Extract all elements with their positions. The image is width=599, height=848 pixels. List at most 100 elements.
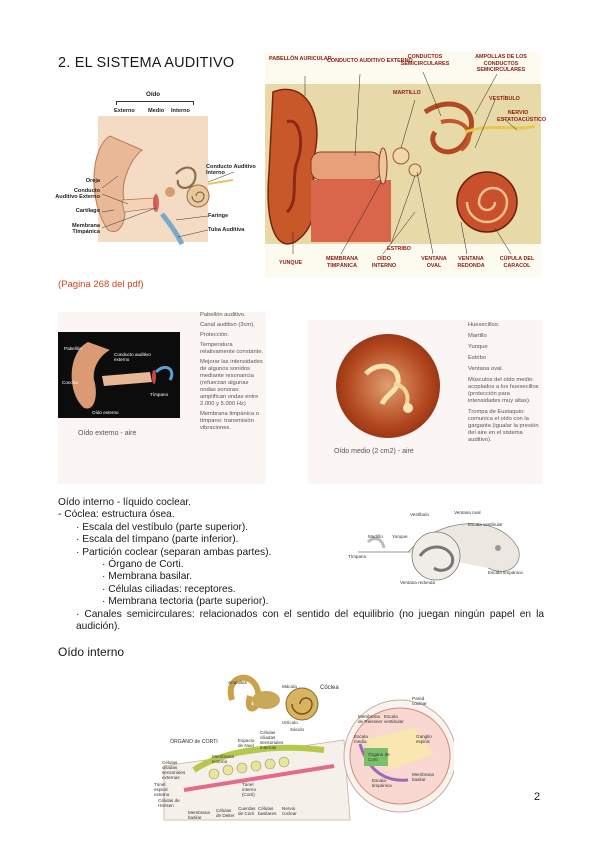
- fig4-label-hensen: Células de Hensen: [158, 798, 180, 808]
- fig4-label-escala-timpanica: Escala timpánica: [372, 778, 392, 788]
- fig4-label-ciliadas-internas: Células ciliadas sensoriales internas: [260, 730, 284, 750]
- fig3-label-escala-timpanica: Escala timpánica: [488, 570, 523, 575]
- fig2-label-semicirculares: Conductos semicirculares: [400, 54, 450, 67]
- fig2-label-ventana-redonda: Ventana redonda: [457, 256, 485, 269]
- note-line: · Escala del tímpano (parte inferior).: [76, 534, 239, 546]
- slide2-note-5: Ventana oval.: [468, 366, 504, 372]
- slide1-caption: Oído externo - aire: [78, 430, 137, 437]
- fig1-label-faringe: Faringe: [208, 213, 229, 219]
- ear-illustration: [93, 116, 235, 246]
- note-line: Oído interno - líquido coclear.: [58, 497, 192, 508]
- note-line: · Escala del vestíbulo (parte superior).: [76, 521, 249, 533]
- fig1-label-conducto-externo: Conducto Auditivo Externo: [55, 188, 100, 200]
- fig4-label-saculo: Sáculo: [290, 727, 305, 732]
- fig4-label-macula: Mácula: [282, 684, 297, 689]
- note-line: · Órgano de Corti.: [102, 559, 184, 571]
- fig2-label-cupula: Cúpula del caracol: [499, 256, 535, 269]
- fig1-col-externo: Externo: [114, 108, 135, 114]
- fig1-col-interno: Interno: [171, 108, 190, 114]
- subheading-oido-interno: Oído interno: [58, 645, 125, 659]
- slide1-note-4: Temperatura relativamente constante.: [200, 342, 264, 355]
- fig3-label-ventana-redonda: Ventana redonda: [400, 580, 435, 585]
- fig2-label-yunque: Yunque: [279, 260, 303, 266]
- slide1-label-pabellon: Pabellón: [64, 346, 82, 351]
- fig4-label-deiter: Células de Deiter: [216, 808, 235, 818]
- fig3-label-ventana-oval: Ventana oval: [454, 510, 481, 515]
- cochlea-illustration: [358, 523, 520, 581]
- ear-diagram: Oído Externo Medio Interno Oreja Conduct…: [55, 91, 258, 252]
- fig2-label-nervio: Nervio estatoacústico: [497, 110, 547, 123]
- slide2-note-2: Martillo: [468, 333, 487, 339]
- note-line: · Células ciliadas: receptores.: [102, 583, 236, 595]
- note-line: · Partición coclear (separan ambas parte…: [76, 546, 272, 558]
- inner-ear-illustration: [163, 674, 454, 821]
- fig4-label-cuerdas-corti: Cuerdas de Corti: [238, 806, 256, 816]
- slide1-label-timpano: Tímpano: [150, 392, 169, 397]
- fig2-label-pabellon: Pabellón auricular: [269, 56, 332, 62]
- inner-ear-figure: Ampollas Mácula Cóclea Utrículo Sáculo Ó…: [154, 670, 454, 822]
- slide1-label-concha: Concha: [62, 380, 78, 385]
- fig4-label-basilares: Células basilares: [258, 806, 277, 816]
- page-reference: (Pagina 268 del pdf): [58, 279, 144, 290]
- fig4-label-ganglio: Ganglio espiral: [416, 734, 432, 744]
- fig3-label-yunque: Yunque: [392, 534, 408, 539]
- fig4-label-escala-media: Escala media: [354, 734, 368, 744]
- fig1-col-medio: Medio: [148, 108, 165, 114]
- slide1-label-oido-externo: Oído externo: [92, 410, 119, 415]
- ear-anatomy-figure: Pabellón auricular Conducto auditivo ext…: [265, 52, 547, 277]
- slide1-note-6: Membrana timpánica o tímpano: transmisió…: [200, 411, 259, 431]
- fig4-label-organo-corti-2: Órgano de Corti: [368, 752, 390, 762]
- fig1-label-conducto-interno: Conducto Auditivo Interno: [206, 164, 256, 176]
- slide2-note-1: Huesecillos:: [468, 322, 500, 328]
- fig1-label-tuba: Tuba Auditiva: [208, 227, 245, 233]
- fig2-label-estribo: Estribo: [387, 246, 411, 252]
- fig2-label-ventana-oval: Ventana oval: [421, 256, 447, 269]
- fig3-label-timpano: Tímpano: [348, 554, 367, 559]
- cochlea-diagram: Vestíbulo Yunque Martillo Ventana redond…: [348, 508, 526, 592]
- fig2-label-vestibulo: Vestíbulo: [489, 96, 520, 102]
- fig4-label-espacio-nuel: Espacio de Nuel: [238, 738, 255, 748]
- fig4-label-membrana-basilar-2: Membrana basilar: [412, 772, 434, 782]
- fig4-label-reissner: Membrana de Reissner: [358, 714, 383, 724]
- page-number: 2: [534, 791, 541, 803]
- notes-block: Oído interno - líquido coclear. - Cóclea…: [58, 497, 544, 633]
- fig2-label-ampollas: Ampollas de los conductos semicirculares: [475, 54, 527, 73]
- fig1-label-membrana: Membrana Timpánica: [72, 223, 100, 235]
- fig2-label-oido-interno: Oído interno: [371, 256, 397, 269]
- ossicles-illustration: [364, 363, 413, 413]
- fig4-label-membrana-tectoria: Membrana tectoria: [212, 754, 234, 764]
- fig4-label-organo-corti: ÓRGANO de CORTI: [170, 739, 218, 745]
- slide1-note-3: Protección.: [200, 332, 229, 338]
- slide1-image: Pabellón Conducto auditivo externo Tímpa…: [58, 332, 180, 418]
- slide1-note-1: Pabellón auditivo.: [200, 312, 246, 318]
- note-line: - Cóclea: estructura ósea.: [58, 509, 175, 521]
- fig4-label-nervio-coclear: Nervio coclear: [282, 806, 297, 816]
- slide2-note-3: Yunque: [468, 344, 488, 350]
- slide1-note-2: Canal auditivo (3cm).: [200, 322, 255, 328]
- section-title: 2. EL SISTEMA AUDITIVO: [58, 55, 235, 71]
- fig3-label-vestibulo: Vestíbulo: [410, 512, 429, 517]
- slide2-note-7: Trompa de Eustaquio: comunica el oído co…: [468, 409, 539, 443]
- slide1-note-5: Mejorar las intensidades de algunos soni…: [200, 359, 263, 407]
- fig4-label-pared-coclear: Pared coclear: [412, 696, 427, 706]
- middle-ear-image: [336, 334, 440, 438]
- fig1-title: Oído: [146, 91, 161, 98]
- fig4-label-coclea: Cóclea: [320, 685, 339, 691]
- fig1-label-oreja: Oreja: [85, 178, 100, 184]
- note-line: · Canales semicirculares: relacionados c…: [76, 608, 544, 633]
- outer-ear-illustration: [71, 342, 174, 409]
- fig1-label-cartilago: Cartílago: [75, 208, 100, 214]
- slide-oido-medio: Oído medio (2 cm2) - aire Huesecillos: M…: [308, 320, 542, 484]
- note-line: · Membrana basilar.: [102, 571, 193, 583]
- fig4-label-membrana-basilar: Membrana basilar: [188, 810, 210, 820]
- fig2-label-conducto: Conducto auditivo externo: [327, 58, 413, 64]
- fig4-label-utriculo: Utrículo: [282, 720, 298, 725]
- ear-anatomy-illustration: [265, 71, 541, 255]
- slide1-label-conducto: Conducto auditivo externo: [114, 352, 151, 362]
- slide2-caption: Oído medio (2 cm2) - aire: [334, 448, 414, 455]
- fig4-label-tunel-interno: Túnel interno (Corti): [242, 782, 257, 797]
- fig4-label-escala-vestibular: Escala vestibular: [384, 714, 404, 724]
- fig2-label-membrana: Membrana timpánica: [325, 256, 359, 269]
- slide2-note-6: Músculos del oído medio: acoplados a los…: [468, 377, 539, 404]
- fig4-label-ampollas: Ampollas: [228, 680, 247, 685]
